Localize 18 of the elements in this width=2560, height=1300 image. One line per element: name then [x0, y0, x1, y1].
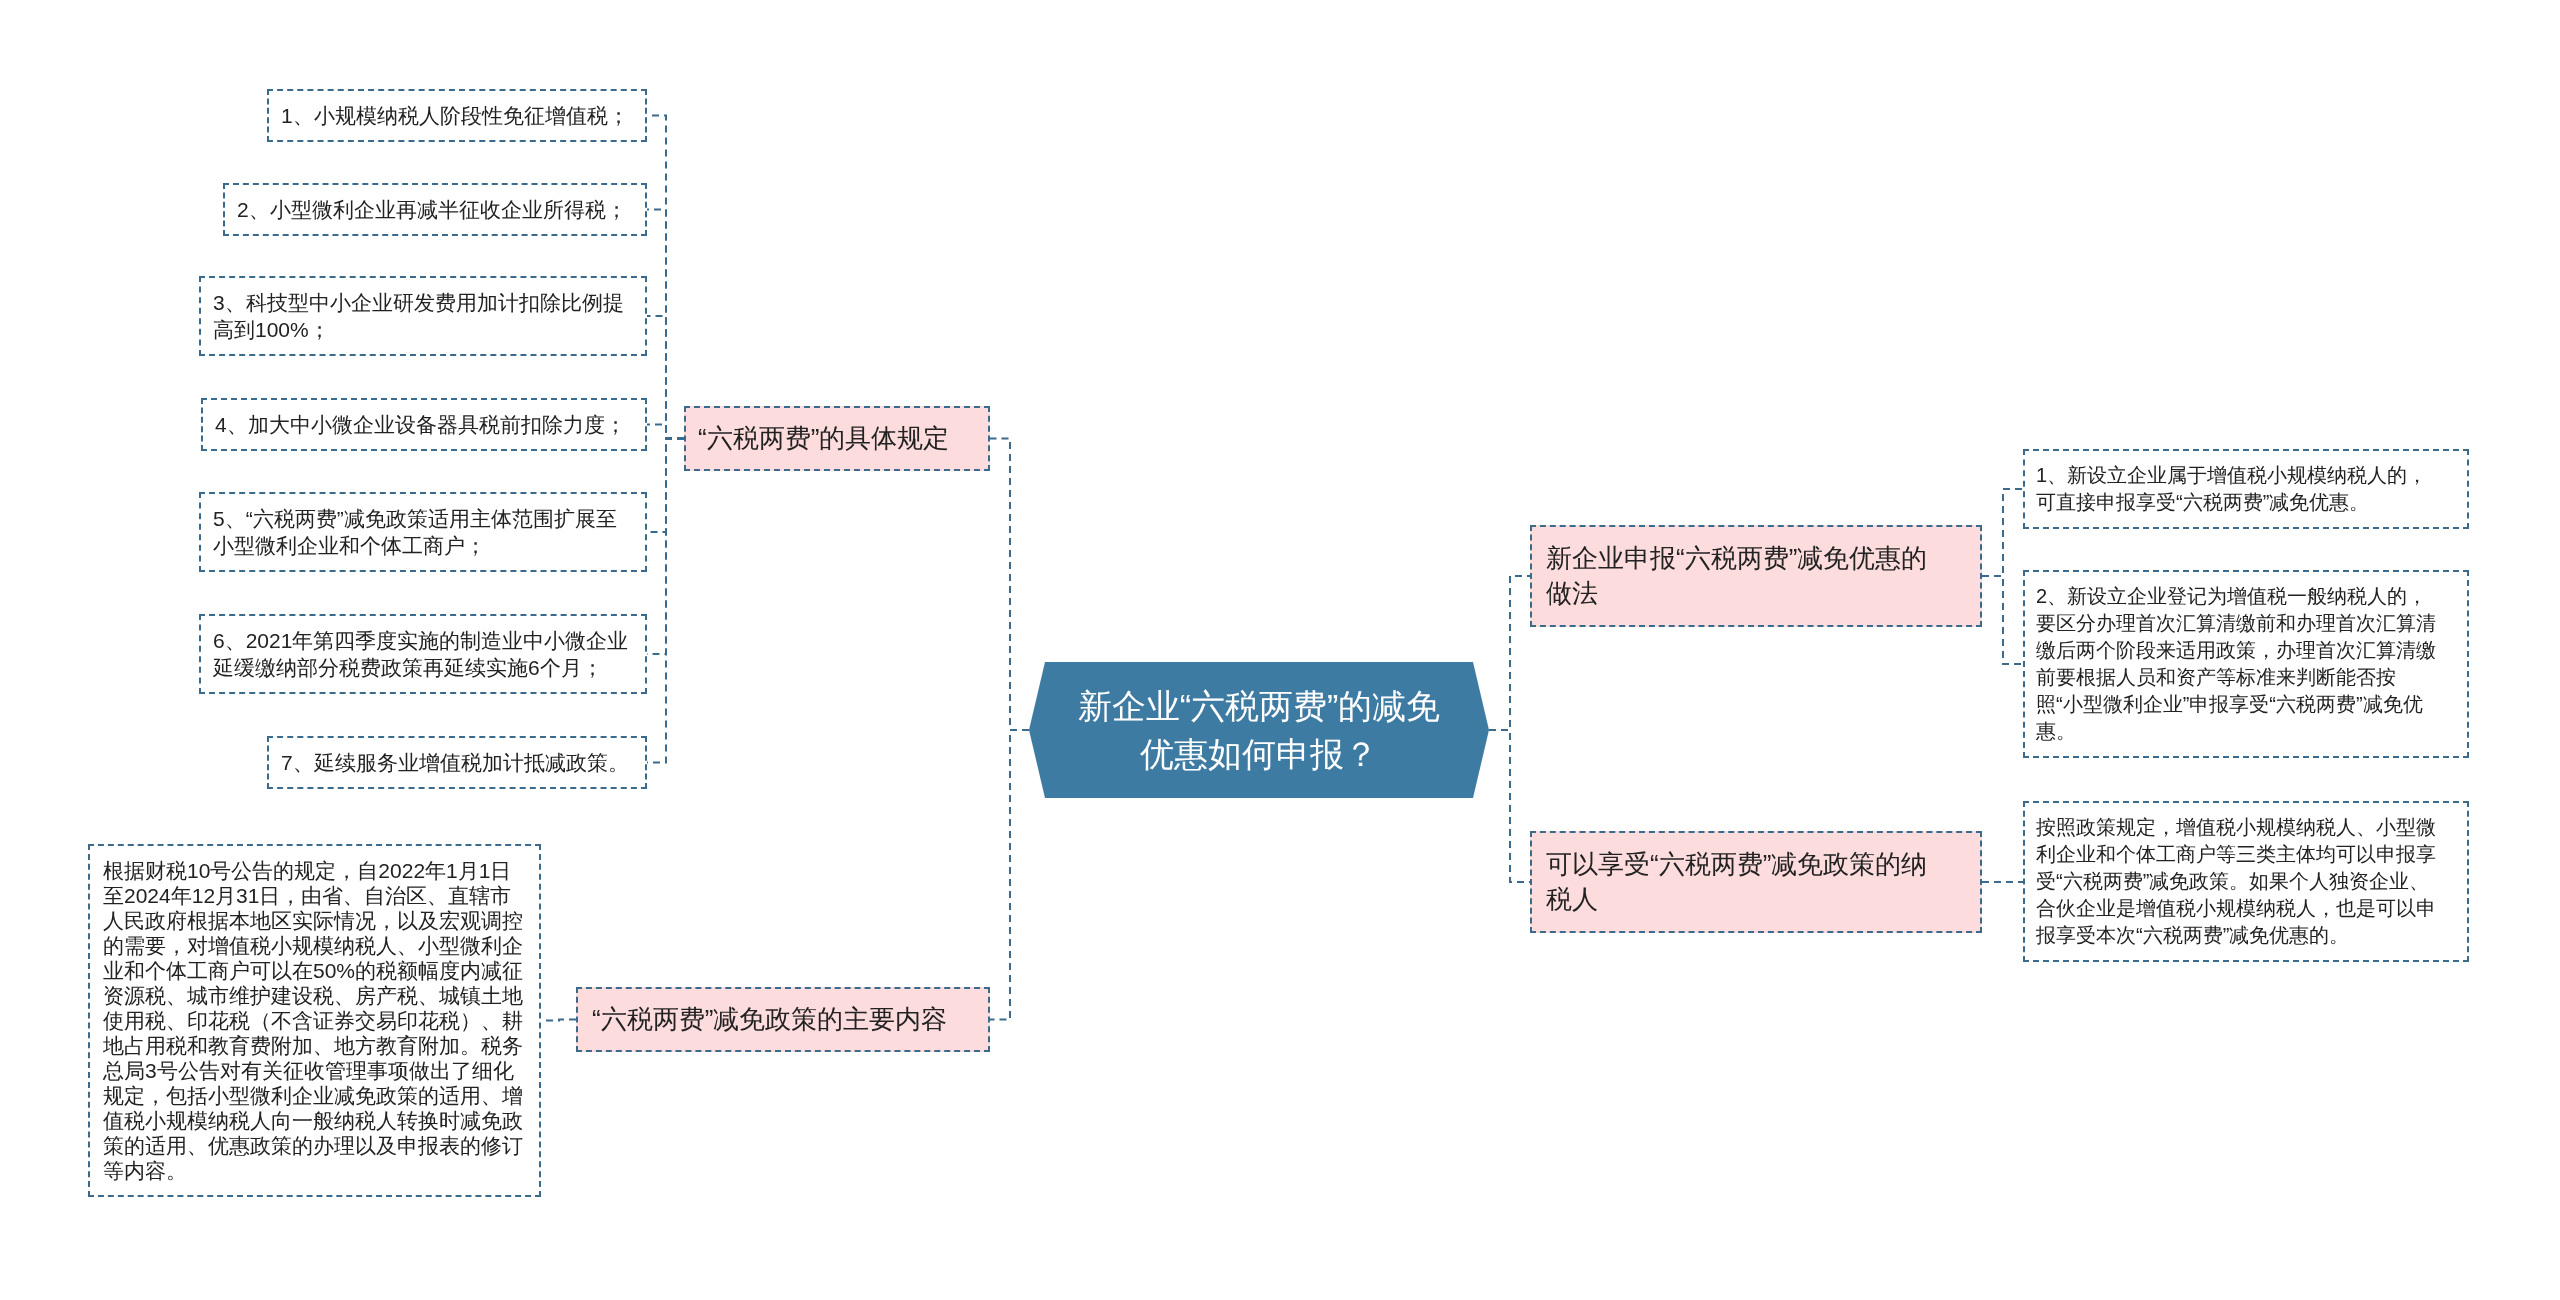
subtopic-box: 新企业申报“六税两费”减免优惠的做法 — [1530, 525, 1982, 627]
note-box: 7、延续服务业增值税加计抵减政策。 — [267, 736, 647, 789]
note-box: 3、科技型中小企业研发费用加计扣除比例提高到100%； — [199, 276, 647, 356]
note-box: 1、小规模纳税人阶段性免征增值税； — [267, 89, 647, 142]
note-box: 根据财税10号公告的规定，自2022年1月1日至2024年12月31日，由省、自治区、直辖市人民政府根据本地区实际情况，以及宏观调控的需要，对增值税小规模纳税人、小型微利企业和个体工商户可以在50%的税额幅度内减征资源税、城市维护建设税、房产税、城镇土地使用税、印花税（不含证券交易印花税）、耕地占用税和教育费附加、地方教育附加。税务总局3号公告对有关征收管理事项做出了细化规定，包括小型微利企业减免政策的适用、增值税小规模纳税人向一般纳税人转换时减免政策的适用、优惠政策的办理以及申报表的修订等内容。 — [88, 844, 541, 1197]
subtopic-box: 可以享受“六税两费”减免政策的纳税人 — [1530, 831, 1982, 933]
note-box: 2、新设立企业登记为增值税一般纳税人的，要区分办理首次汇算清缴前和办理首次汇算清缴后两个阶段来适用政策，办理首次汇算清缴前要根据人员和资产等标准来判断能否按照“小型微利企业”申报享受“六税两费”减免优惠。 — [2023, 570, 2469, 758]
note-box: 1、新设立企业属于增值税小规模纳税人的，可直接申报享受“六税两费”减免优惠。 — [2023, 449, 2469, 529]
connector-line — [1981, 575, 2024, 665]
subtopic-box: “六税两费”减免政策的主要内容 — [576, 987, 990, 1052]
note-box: 6、2021年第四季度实施的制造业中小微企业延缓缴纳部分税费政策再延续实施6个月； — [199, 614, 647, 694]
note-box: 4、加大中小微企业设备器具税前扣除力度； — [201, 398, 647, 451]
note-box: 按照政策规定，增值税小规模纳税人、小型微利企业和个体工商户等三类主体均可以申报享受“六税两费”减免政策。如果个人独资企业、合伙企业是增值税小规模纳税人，也是可以申报享受本次“六税两费”减免优惠的。 — [2023, 801, 2469, 962]
connector-line — [1981, 881, 2024, 883]
connector-line — [989, 729, 1030, 1021]
note-box: 2、小型微利企业再减半征收企业所得税； — [223, 183, 647, 236]
note-box: 5、“六税两费”减免政策适用主体范围扩展至小型微利企业和个体工商户； — [199, 492, 647, 572]
subtopic-box: “六税两费”的具体规定 — [684, 406, 990, 471]
